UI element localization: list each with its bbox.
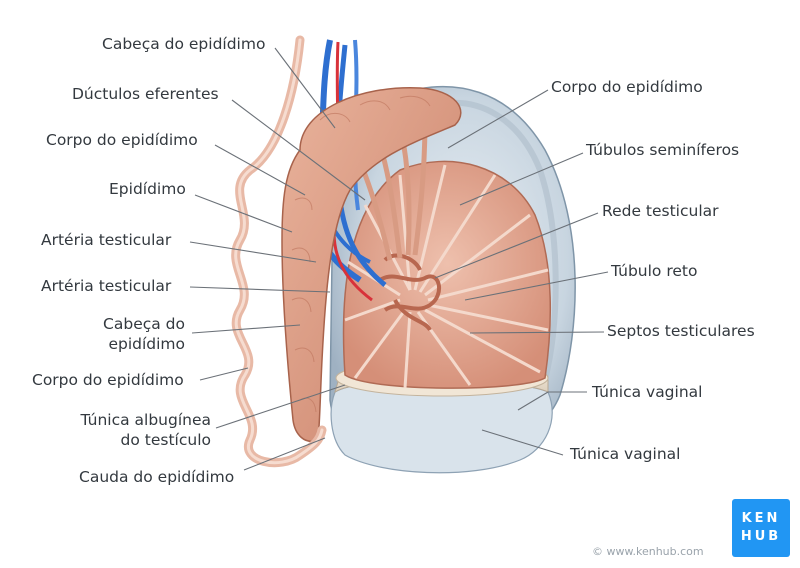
logo-line-2: HUB xyxy=(740,529,782,544)
label-arteria-testicular-1: Artéria testicular xyxy=(41,231,172,249)
label-cabeca-epididimo-top: Cabeça do epidídimo xyxy=(102,35,266,53)
label-tubulos-seminiferos: Túbulos seminíferos xyxy=(586,141,740,159)
label-rede-testicular: Rede testicular xyxy=(602,202,719,220)
label-tunica-albuginea: Túnica albugínea do testículo xyxy=(80,411,212,449)
label-arteria-testicular-2: Artéria testicular xyxy=(41,277,172,295)
label-ductulos-eferentes: Dúctulos eferentes xyxy=(72,85,219,103)
label-cauda-epididimo: Cauda do epidídimo xyxy=(79,468,235,486)
copyright-credit: © www.kenhub.com xyxy=(592,545,704,558)
label-corpo-epididimo-left: Corpo do epidídimo xyxy=(46,131,198,149)
label-tunica-vaginal-1: Túnica vaginal xyxy=(592,383,703,401)
label-epididimo: Epidídimo xyxy=(109,180,186,198)
label-tubulo-reto: Túbulo reto xyxy=(611,262,698,280)
septa-lines xyxy=(344,164,549,389)
label-corpo-epididimo-right: Corpo do epidídimo xyxy=(551,78,703,96)
ductus-highlight xyxy=(234,38,324,465)
label-cabeca-epididimo-2: Cabeça do epidídimo xyxy=(103,315,185,353)
label-corpo-epididimo-left-2: Corpo do epidídimo xyxy=(32,371,184,389)
label-tunica-vaginal-2: Túnica vaginal xyxy=(570,445,681,463)
label-septos-testiculares: Septos testiculares xyxy=(607,322,755,340)
epididymis xyxy=(281,87,462,442)
leader-lines xyxy=(189,47,609,471)
logo-line-1: KEN xyxy=(741,511,781,526)
kenhub-logo[interactable]: KEN HUB xyxy=(732,499,790,557)
